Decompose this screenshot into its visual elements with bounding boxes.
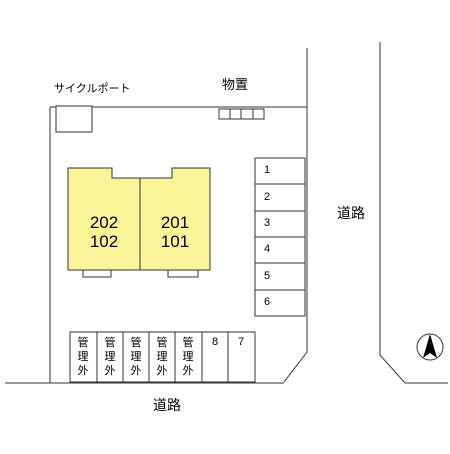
unit-number: 101	[160, 232, 190, 251]
unit-number: 201	[160, 213, 190, 232]
parking-slot-number: 8	[212, 336, 219, 348]
apartment-building	[67, 167, 211, 278]
parking-slot-managed: 管 理 外	[104, 336, 116, 377]
site-boundary	[49, 48, 308, 383]
parking-slot-managed: 管 理 外	[182, 336, 194, 377]
storage-label: 物置	[222, 78, 249, 93]
parking-slot-managed: 管 理 外	[130, 336, 142, 377]
parking-slot-managed: 管 理 外	[156, 336, 168, 377]
parking-slot-number: 4	[264, 243, 271, 255]
entrance-step-right	[167, 269, 199, 278]
unit-label-right: 201 101	[140, 213, 210, 251]
parking-slot-number: 1	[264, 164, 271, 176]
unit-number: 102	[89, 232, 119, 251]
cycle-port-shelter	[55, 105, 93, 133]
storage-shed	[218, 108, 265, 120]
cycle-port-label: サイクルポート	[54, 82, 131, 95]
parking-slot-number: 3	[264, 217, 271, 229]
parking-right-block	[254, 157, 306, 317]
parking-slot-managed: 管 理 外	[77, 336, 89, 377]
parking-slot-number: 5	[264, 270, 271, 282]
road-label-right: 道路	[337, 206, 365, 222]
road-label-bottom: 道路	[153, 398, 181, 414]
parking-slot-number: 2	[264, 191, 271, 203]
building-right-unit	[139, 167, 211, 271]
entrance-step-left	[82, 269, 112, 278]
parking-bottom-block	[69, 331, 256, 383]
parking-slot-number: 7	[238, 336, 245, 348]
north-arrow-icon	[416, 333, 444, 361]
parking-slot-number: 6	[264, 296, 271, 308]
unit-number: 202	[89, 213, 119, 232]
unit-label-left: 202 102	[68, 213, 140, 251]
road-edge-right	[379, 42, 448, 384]
